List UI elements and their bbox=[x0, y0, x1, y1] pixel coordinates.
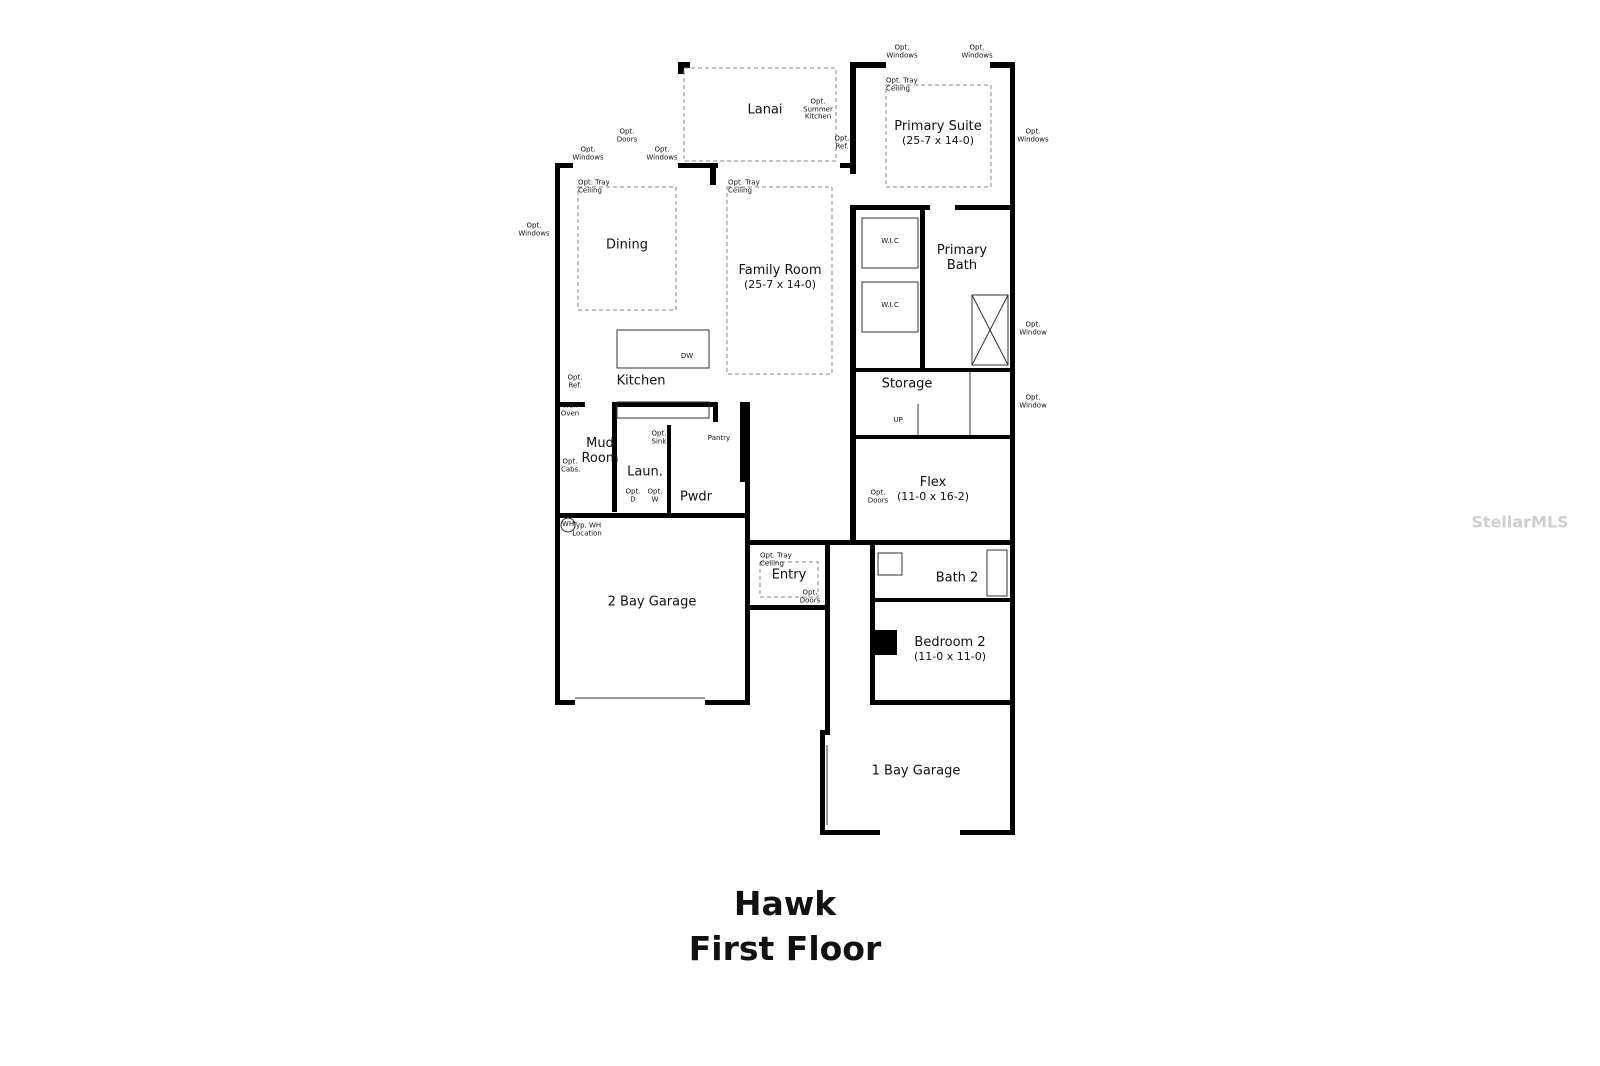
watermark-logo: StellarMLS bbox=[1471, 512, 1569, 532]
room-kitchen: Kitchen bbox=[616, 373, 666, 390]
room-2-bay-garage: 2 Bay Garage bbox=[607, 594, 697, 611]
room-name: 2 Bay Garage bbox=[607, 594, 697, 610]
room-name: Pantry bbox=[707, 434, 731, 443]
note-opt-doors: Opt. Doors bbox=[867, 488, 889, 504]
note-opt-washer: Opt. W bbox=[647, 487, 663, 503]
note-wall-oven: Wall Oven bbox=[560, 401, 580, 417]
note-opt-tray-ceiling: Opt. Tray Ceiling bbox=[728, 178, 760, 194]
fixtures bbox=[560, 217, 1009, 825]
note-wic: W.I.C bbox=[881, 237, 899, 246]
note-opt-ref: Opt. Ref. bbox=[567, 373, 583, 389]
note-opt-tray-ceiling: Opt. Tray Ceiling bbox=[760, 551, 792, 567]
room-name: Storage bbox=[881, 376, 933, 392]
note-opt-windows: Opt. Windows bbox=[572, 145, 604, 161]
note-opt-tray-ceiling: Opt. Tray Ceiling bbox=[886, 76, 918, 92]
room-1-bay-garage: 1 Bay Garage bbox=[871, 763, 961, 780]
walls bbox=[555, 62, 1015, 835]
room-family-room: Family Room(25-7 x 14-0) bbox=[738, 263, 822, 292]
room-dims: (11-0 x 16-2) bbox=[896, 490, 970, 504]
room-name: Primary Bath bbox=[936, 243, 988, 273]
note-stairs-up: UP bbox=[893, 416, 903, 425]
note-opt-ref: Opt. Ref. bbox=[834, 134, 850, 150]
room-name: Flex bbox=[919, 475, 947, 491]
note-opt-doors: Opt. Doors bbox=[799, 588, 821, 604]
room-name: 1 Bay Garage bbox=[871, 763, 961, 779]
room-storage: Storage bbox=[881, 376, 933, 393]
note-opt-tray-ceiling: Opt. Tray Ceiling bbox=[578, 178, 610, 194]
note-wh-location: Typ. WH Location bbox=[572, 521, 602, 537]
room-powder: Pwdr bbox=[679, 489, 713, 506]
room-dims: (11-0 x 11-0) bbox=[913, 650, 987, 664]
room-mud-room: Mud Room bbox=[578, 436, 622, 467]
note-opt-window: Opt. Window bbox=[1019, 320, 1047, 336]
room-name: Primary Suite bbox=[894, 119, 982, 135]
note-opt-windows: Opt. Windows bbox=[886, 43, 918, 59]
plan-floor: First Floor bbox=[688, 929, 882, 968]
note-opt-window: Opt. Window bbox=[1019, 393, 1047, 409]
note-opt-windows: Opt. Windows bbox=[961, 43, 993, 59]
note-opt-summer-kitchen: Opt. Summer Kitchen bbox=[803, 97, 833, 121]
room-primary-bath: Primary Bath bbox=[932, 243, 992, 274]
note-wic: W.I.C bbox=[881, 301, 899, 310]
note-dishwasher: DW bbox=[680, 352, 694, 361]
plan-name: Hawk bbox=[733, 884, 837, 923]
dashed-options bbox=[577, 67, 992, 598]
room-name: Kitchen bbox=[616, 373, 666, 389]
note-opt-doors: Opt. Doors bbox=[616, 127, 638, 143]
note-opt-windows: Opt. Windows bbox=[646, 145, 678, 161]
room-bath-2: Bath 2 bbox=[935, 570, 979, 587]
room-name: Bedroom 2 bbox=[914, 635, 986, 651]
room-dims: (25-7 x 14-0) bbox=[743, 278, 817, 292]
room-name: Laun. bbox=[627, 464, 663, 480]
room-pantry: Pantry bbox=[707, 434, 731, 443]
room-name: Family Room bbox=[738, 263, 822, 279]
room-name: Pwdr bbox=[679, 489, 713, 505]
room-laundry: Laun. bbox=[627, 464, 663, 481]
note-opt-windows: Opt. Windows bbox=[518, 221, 550, 237]
room-lanai: Lanai bbox=[747, 102, 783, 119]
room-dims: (25-7 x 14-0) bbox=[901, 134, 975, 148]
note-opt-cabs: Opt. Cabs. bbox=[561, 457, 581, 473]
note-opt-sink: Opt. Sink bbox=[651, 429, 667, 445]
room-name: Dining bbox=[606, 237, 648, 253]
room-primary-suite: Primary Suite(25-7 x 14-0) bbox=[894, 119, 982, 148]
room-dining: Dining bbox=[606, 237, 648, 254]
room-flex: Flex(11-0 x 16-2) bbox=[896, 475, 970, 504]
water-heater-icon: WH bbox=[561, 520, 575, 529]
note-opt-windows: Opt. Windows bbox=[1017, 127, 1049, 143]
room-bedroom-2: Bedroom 2(11-0 x 11-0) bbox=[913, 635, 987, 664]
room-name: Mud Room bbox=[581, 436, 619, 466]
note-opt-dryer: Opt. D bbox=[625, 487, 641, 503]
room-name: Bath 2 bbox=[935, 570, 979, 586]
room-name: Entry bbox=[771, 567, 807, 583]
room-name: Lanai bbox=[747, 102, 783, 118]
room-entry: Entry bbox=[771, 567, 807, 584]
